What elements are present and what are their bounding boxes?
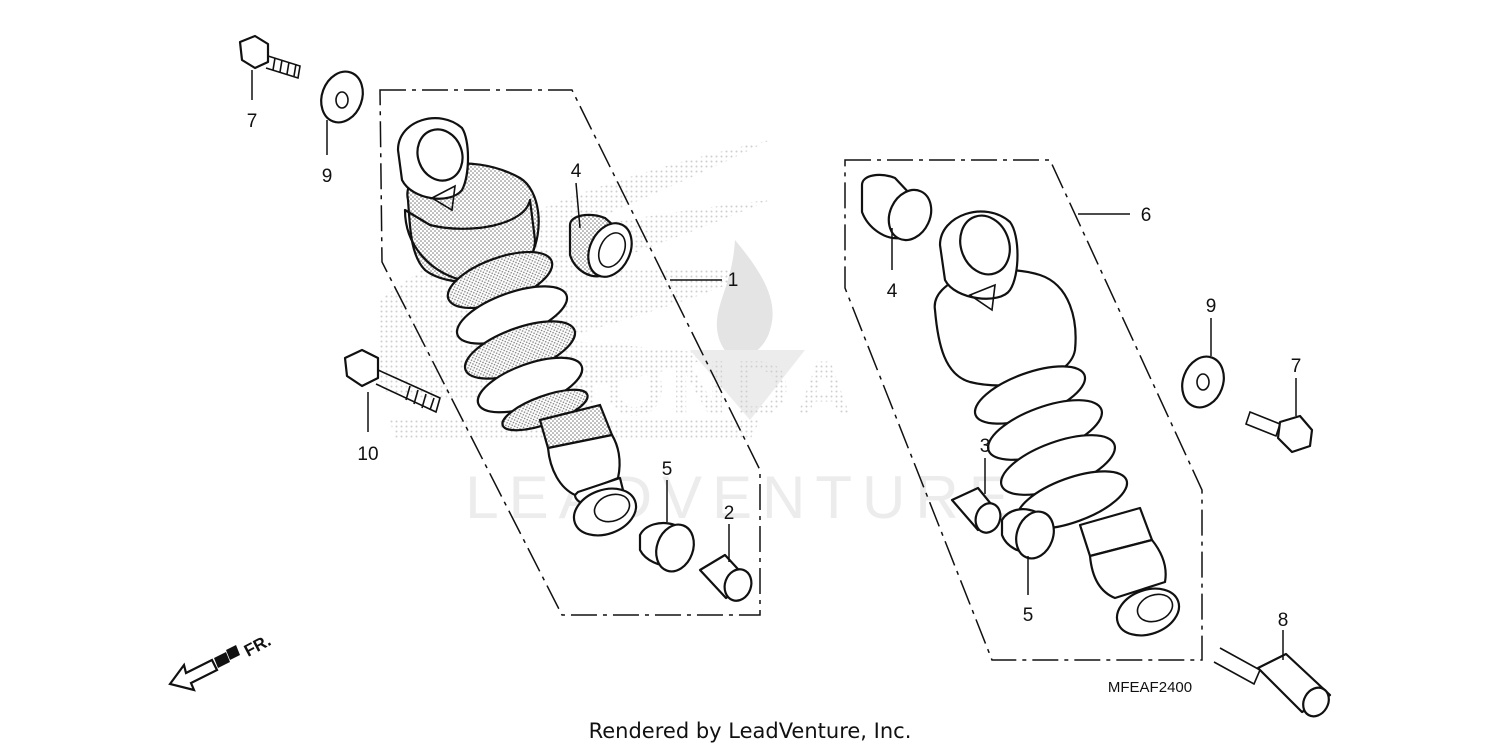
flame-watermark (716, 240, 773, 360)
callout-shock-left: 1 (728, 270, 739, 291)
bushing-right-bottom (1000, 508, 1055, 560)
bushing-right-top (860, 173, 933, 242)
callout-bolt-top-left: 7 (247, 111, 258, 132)
bolt-long (343, 348, 441, 414)
callout-collar-right: 3 (980, 436, 991, 457)
callout-bolt-long: 10 (357, 444, 378, 465)
bushing-left-top (568, 213, 633, 278)
collar-right (950, 486, 1002, 534)
footer-credit: Rendered by LeadVenture, Inc. (589, 719, 912, 743)
callout-washer-right: 9 (1206, 296, 1217, 317)
right-assembly-outline (844, 159, 1203, 661)
leader-lines (251, 70, 1297, 660)
left-assembly-outline (379, 89, 761, 616)
bolt-top-left (238, 34, 301, 80)
washer-right (1181, 355, 1225, 409)
callout-bolt-right: 7 (1291, 356, 1302, 377)
callout-labels: 7 9 4 1 10 5 2 4 6 3 5 9 7 8 (247, 111, 1302, 631)
callout-stud-right: 8 (1278, 610, 1289, 631)
callout-bushing-right-bottom: 5 (1023, 605, 1034, 626)
callout-shock-right: 6 (1141, 205, 1152, 226)
front-direction-label: FR. (241, 631, 274, 661)
right-shock-absorber (933, 210, 1181, 637)
watermark-text: LEADVENTURE (465, 464, 1018, 531)
bolt-right (1245, 410, 1314, 454)
v-watermark (690, 350, 805, 420)
front-direction-indicator: FR. (168, 631, 274, 692)
callout-bushing-left: 4 (571, 161, 582, 182)
stud-right (1213, 647, 1332, 718)
collar-left (698, 553, 753, 602)
left-shock-absorber (396, 117, 638, 537)
front-arrow-icon (168, 658, 219, 692)
callout-bushing-bottom-left: 5 (662, 459, 673, 480)
bushing-left-bottom (638, 521, 695, 573)
callout-collar-left: 2 (724, 503, 735, 524)
washer-top-left (320, 70, 364, 124)
callout-washer-top-left: 9 (322, 166, 333, 187)
callout-bushing-right-top: 4 (887, 281, 898, 302)
diagram-code: MFEAF2400 (1108, 679, 1192, 696)
